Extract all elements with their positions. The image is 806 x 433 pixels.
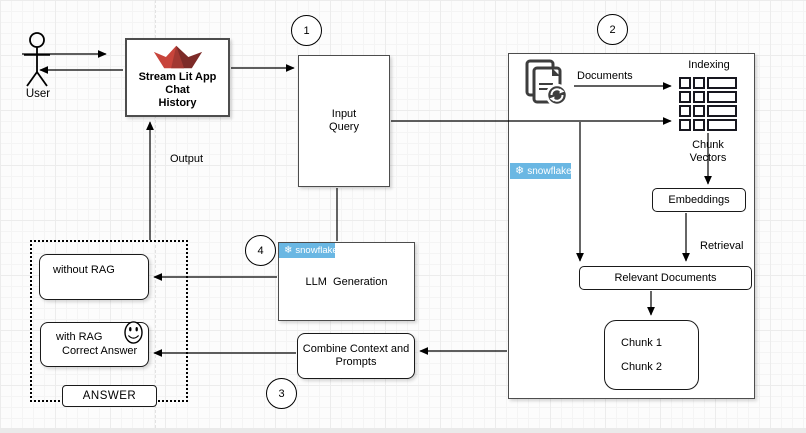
snowflake-icon: ❄ <box>515 164 525 177</box>
input-query-box: Input Query <box>298 55 390 187</box>
streamlit-logo-icon <box>153 45 202 69</box>
output-label: Output <box>170 153 204 165</box>
documents-label: Documents <box>577 70 633 82</box>
app-line-chat: Chat <box>165 84 190 96</box>
chunk-vectors-line1: Chunk <box>692 139 724 151</box>
combine-line1: Combine Context and <box>302 343 410 355</box>
with-rag-line2: Correct Answer <box>62 345 138 357</box>
without-rag-box: without RAG <box>39 254 149 300</box>
step-2-number: 2 <box>609 23 616 36</box>
relevant-documents-box: Relevant Documents <box>579 266 752 290</box>
step-3-number: 3 <box>278 387 285 400</box>
snowflake-wordmark: snowflake <box>527 165 572 177</box>
step-1-number: 1 <box>303 24 310 37</box>
snowflake-icon: ❄ <box>284 244 293 256</box>
combine-line2: Prompts <box>335 356 377 368</box>
streamlit-app-box: Stream Lit App Chat History <box>125 38 230 117</box>
without-rag-label: without RAG <box>53 264 115 276</box>
chunk1-label: Chunk 1 <box>621 336 662 349</box>
input-query-line1: Input <box>331 108 357 120</box>
chunk-vectors-line2: Vectors <box>689 152 727 164</box>
llm-generation-label: LLM Generation <box>305 276 388 288</box>
step-badge-3: 3 <box>266 378 297 409</box>
step-badge-2: 2 <box>597 14 628 45</box>
chunk2-label: Chunk 2 <box>621 360 662 373</box>
answer-label: ANSWER <box>82 389 137 402</box>
retrieval-label: Retrieval <box>700 240 744 252</box>
with-rag-line1: with RAG <box>56 331 103 343</box>
chunk-vectors-label: Chunk Vectors <box>679 139 737 165</box>
app-line-history: History <box>158 97 197 109</box>
combine-context-box: Combine Context and Prompts <box>297 333 415 379</box>
user-label: User <box>25 88 51 100</box>
answer-box: ANSWER <box>62 385 157 407</box>
input-query-line2: Query <box>329 121 359 133</box>
page-divider-line <box>155 0 156 433</box>
snowflake-badge-llm: ❄ snowflake <box>279 243 338 258</box>
smiley-face-icon <box>124 321 143 344</box>
step-badge-4: 4 <box>245 235 276 266</box>
snowflake-wordmark: snowflake <box>295 245 338 256</box>
indexing-grid-icon <box>679 77 737 131</box>
llm-generation-box: ❄ snowflake LLM Generation <box>278 242 415 321</box>
embeddings-box: Embeddings <box>652 188 746 212</box>
chunks-box: Chunk 1 Chunk 2 <box>604 320 699 390</box>
embeddings-label: Embeddings <box>668 193 730 206</box>
snowflake-badge-store: ❄ snowflake <box>510 163 572 179</box>
with-rag-box: with RAG Correct Answer <box>40 321 149 367</box>
canvas-bottom-edge <box>0 428 806 433</box>
step-4-number: 4 <box>257 244 264 257</box>
app-title: Stream Lit App <box>138 71 217 83</box>
user-icon <box>24 32 50 87</box>
indexing-label: Indexing <box>688 59 730 71</box>
step-badge-1: 1 <box>291 15 322 46</box>
documents-sync-icon <box>525 59 569 107</box>
relevant-documents-label: Relevant Documents <box>614 271 717 284</box>
